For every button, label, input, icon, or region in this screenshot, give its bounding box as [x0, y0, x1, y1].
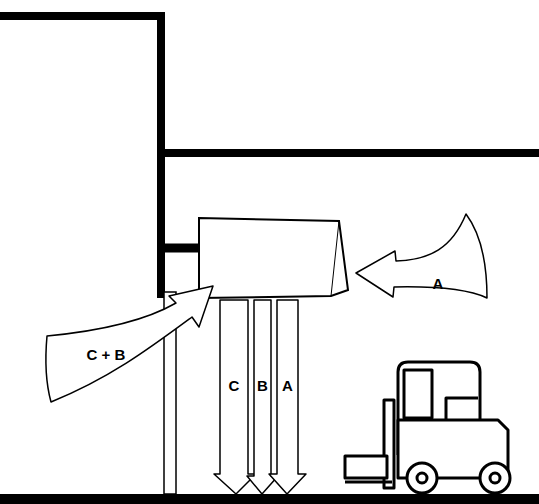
forklift-wheel: [480, 463, 510, 493]
airflow-arrow: [247, 300, 278, 494]
forklift-hub: [417, 473, 427, 483]
forklift: [345, 362, 510, 493]
heater-unit: [199, 218, 348, 298]
airflow-arrow: [269, 300, 306, 494]
building-walls: [0, 16, 539, 298]
airflow-arrow: [356, 214, 487, 298]
floor: [0, 494, 539, 504]
airflow-arrow: [46, 286, 213, 402]
heater-edge: [331, 221, 339, 296]
ceiling: [157, 149, 539, 157]
forklift-hub: [490, 473, 500, 483]
forklift-seat: [446, 398, 478, 420]
airflow-label: C + B: [87, 347, 126, 362]
airflow-label: C: [229, 378, 240, 393]
forklift-fork: [345, 481, 392, 484]
wall: [0, 16, 161, 298]
airflow-label: B: [257, 378, 268, 393]
forklift-window: [404, 370, 432, 418]
airflow-label: A: [433, 276, 444, 291]
forklift-load: [345, 456, 387, 478]
heater-bracket: [157, 244, 200, 253]
airflow-label: A: [282, 378, 293, 393]
airflow-arrow: [214, 300, 256, 494]
forklift-wheel: [407, 463, 437, 493]
